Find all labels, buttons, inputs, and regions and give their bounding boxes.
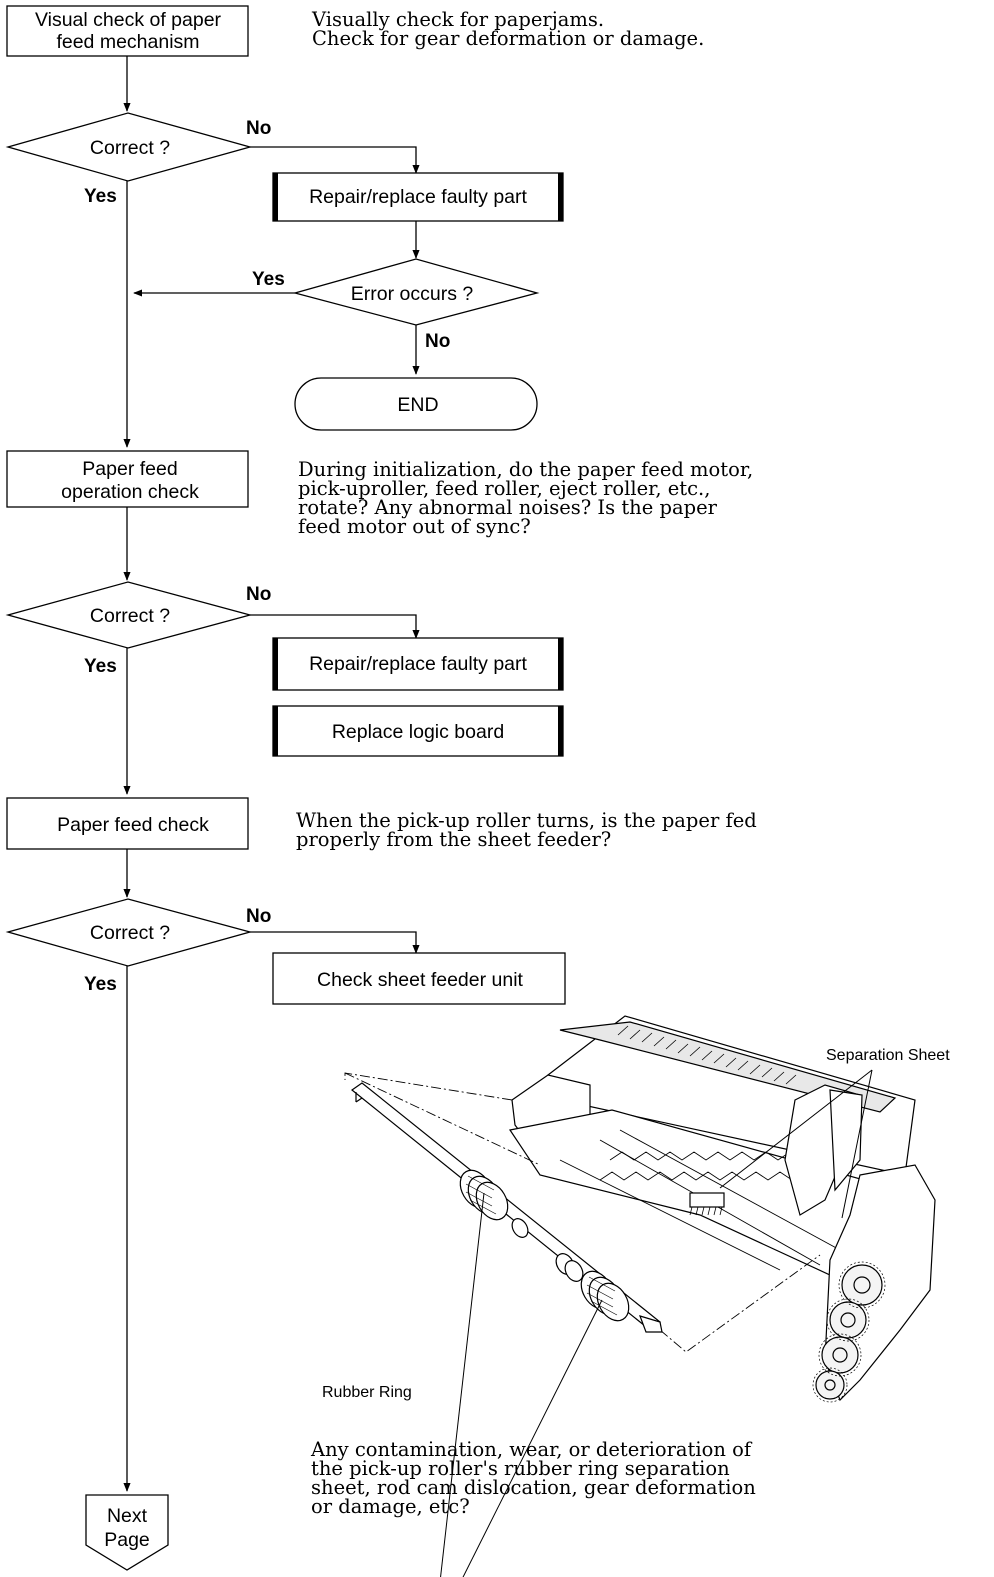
next-page-line2: Page	[104, 1529, 150, 1551]
operation-check-box	[6, 450, 249, 508]
error-decision	[292, 258, 540, 326]
decision-2-label: Correct ?	[90, 605, 170, 627]
decision-1-label: Correct ?	[90, 137, 170, 159]
sheet-feeder-label: Check sheet feeder unit	[317, 969, 524, 991]
repair-1-label: Repair/replace faulty part	[309, 186, 527, 208]
operation-check-line2: operation check	[61, 481, 199, 503]
decision-2-no: No	[246, 584, 271, 605]
separation-sheet-label: Separation Sheet	[826, 1047, 950, 1064]
decision-2-yes: Yes	[84, 656, 117, 677]
note-contamination: Any contamination, wear, or deterioratio…	[311, 1438, 756, 1518]
start-box-line2: feed mechanism	[56, 31, 199, 53]
rubber-ring-label: Rubber Ring	[322, 1384, 412, 1401]
logic-board-label: Replace logic board	[332, 721, 504, 743]
decision-1	[5, 112, 253, 182]
note-feed-check: When the pick-up roller turns, is the pa…	[296, 809, 757, 851]
sheet-feeder-box	[272, 952, 566, 1005]
decision-3-label: Correct ?	[90, 922, 170, 944]
decision-3-yes: Yes	[84, 974, 117, 995]
repair-box-2	[272, 637, 564, 691]
error-no: No	[425, 331, 450, 352]
note-operation-check: During initialization, do the paper feed…	[298, 458, 754, 538]
start-box-line1: Visual check of paper	[35, 9, 222, 31]
error-decision-label: Error occurs ?	[351, 283, 474, 305]
start-box	[6, 5, 249, 57]
sheet-feeder-illustration	[344, 1015, 936, 1577]
note-visual-check: Visually check for paperjams. Check for …	[312, 8, 705, 50]
next-page-connector	[85, 1494, 169, 1571]
repair-2-label: Repair/replace faulty part	[309, 653, 527, 675]
paper-feed-check-box	[6, 797, 249, 850]
next-page-line1: Next	[107, 1505, 148, 1527]
decision-2	[5, 581, 253, 649]
decision-1-yes: Yes	[84, 186, 117, 207]
error-yes: Yes	[252, 269, 285, 290]
repair-box-1	[272, 172, 564, 222]
paper-feed-check-label: Paper feed check	[57, 814, 209, 836]
end-terminal	[294, 377, 538, 431]
decision-1-no: No	[246, 118, 271, 139]
decision-3	[5, 898, 253, 967]
end-label: END	[397, 394, 438, 416]
decision-3-no: No	[246, 906, 271, 927]
operation-check-line1: Paper feed	[82, 458, 177, 480]
